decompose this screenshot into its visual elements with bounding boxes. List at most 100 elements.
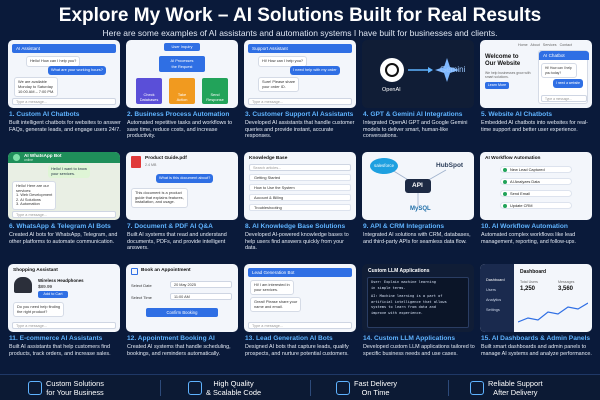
sidebar-item-users[interactable]: Users [486,288,496,292]
sidebar-item-settings[interactable]: Settings [486,308,500,312]
message-input[interactable]: Type a message... [541,95,587,102]
search-input[interactable]: Search articles... [249,164,351,171]
message-input[interactable]: Type a message... [12,322,116,329]
dashboard-title: Dashboard [520,269,547,275]
project-card-website-chatbots[interactable]: Home About Services Contact Welcome to O… [480,40,592,147]
benefit-line: On Time [361,388,390,397]
api-node [405,179,431,193]
card-title: 1. Custom AI Chatbots [9,111,80,118]
sidebar-item-analytics[interactable]: Analytics [486,298,502,302]
card-description: Designed AI bots that capture leads, qua… [245,344,349,357]
card-title: 11. E-commerce AI Assistants [9,335,103,342]
chatbot-preview: AI Assistant Hello! How can I help you? … [8,40,120,108]
console-line: User: Explain machine learning [371,280,436,284]
kb-article-row[interactable]: Getting Started [249,174,351,181]
step-text: Check [143,92,155,97]
bot-message: Hello! How can I help you? [26,56,81,67]
booking-preview: Book an Appointment Select Date 20 May 2… [126,264,238,332]
project-card-document-qa[interactable]: Product Guide.pdf 2.4 MB What is this do… [126,152,238,259]
pdf-file-icon [131,156,141,168]
message-input[interactable]: Type a message... [248,98,352,105]
benefit-text: High Quality& Scalable Code [206,379,261,397]
message-line: services: [16,187,32,193]
sidebar-item-dashboard[interactable]: Dashboard [486,278,505,282]
step-take-action: Take Action [169,78,195,104]
project-card-ecommerce[interactable]: Shopping Assistant Wireless Headphones $… [8,264,120,371]
card-title: 14. Custom LLM Applications [363,335,456,342]
confirm-booking-button[interactable]: Confirm Booking [146,308,218,317]
project-card-custom-llm[interactable]: Custom LLM Applications User: Explain ma… [362,264,475,371]
date-select[interactable]: 20 May 2025 [170,281,232,288]
support-preview: Support Assistant Hi! How can I help you… [244,40,356,108]
message-line: your services. [254,286,278,292]
benefit-line: After Delivery [493,388,538,397]
date-label: Select Date [131,283,152,288]
learn-more-button[interactable]: Learn More [485,82,509,89]
bot-name: AI WhatsApp Bot [24,153,62,158]
step-text: AI Processes [170,58,194,63]
kb-article-row[interactable]: Account & Billing [249,194,351,201]
user-message: What are your working hours? [48,66,106,75]
answer-line: installation, and usage. [135,199,175,205]
card-title: 2. Business Process Automation [127,111,230,118]
benefit-line: & Scalable Code [206,388,262,397]
message-input[interactable]: Type a message... [248,322,352,329]
message-line: name and email. [254,303,283,309]
document-preview: Product Guide.pdf 2.4 MB What is this do… [126,152,238,220]
divider [310,380,311,396]
bot-message: Hi! How can I help you today? [541,63,577,79]
workflow-step: New Lead Captured [500,166,572,173]
project-card-workflow-automation[interactable]: AI Workflow Automation New Lead Captured… [480,152,592,259]
card-description: Integrated OpenAI GPT and Google Gemini … [363,120,468,140]
project-card-whatsapp-bots[interactable]: AI WhatsApp Bot online Hello! I want to … [8,152,120,259]
integration-preview: OpenAI Gemini [362,40,474,108]
chat-widget-header: AI Chatbot [539,51,589,60]
whatsapp-header: AI WhatsApp Bot online [8,152,120,163]
project-card-custom-chatbots[interactable]: AI Assistant Hello! How can I help you? … [8,40,121,147]
message-line: Great! Please share your [254,299,298,304]
project-card-api-crm[interactable]: salesforce HubSpot API MySQL 9. API & CR… [362,152,474,259]
card-description: Built smart dashboards and admin panels … [481,344,592,357]
message-input[interactable]: Type a message... [12,98,116,105]
check-icon [503,180,507,185]
page-subtitle: Here are some examples of AI assistants … [102,28,498,38]
headset-icon [470,381,484,395]
project-card-appointment[interactable]: Book an Appointment Select Date 20 May 2… [126,264,238,371]
card-description: Integrated AI solutions with CRM, databa… [363,232,471,245]
time-label: Select Time [131,295,152,300]
website-preview: Home About Services Contact Welcome to O… [480,40,592,108]
add-to-cart-button[interactable]: Add to Cart [38,291,68,298]
headphones-icon [14,277,32,293]
kb-article-row[interactable]: How to Use the System [249,184,351,191]
nav-item[interactable]: About [530,43,540,47]
project-card-knowledge-base[interactable]: Knowledge Base Search articles... Gettin… [244,152,356,259]
trend-line [518,302,588,323]
step-label: New Lead Captured [510,167,545,172]
stat-value: 3,560 [558,286,574,292]
message-line: the right product? [17,308,48,314]
console-line: improve with experience. [371,310,423,315]
card-title: 4. GPT & Gemini AI Integrations [363,111,463,118]
nav-item[interactable]: Home [518,43,528,47]
card-description: Developed custom LLM applications tailor… [363,344,475,357]
project-card-dashboards[interactable]: Dashboard Users Analytics Settings Dashb… [480,264,592,371]
benefit-line: High Quality [213,379,254,388]
nav-item[interactable]: Services [542,43,557,47]
project-card-gpt-gemini[interactable]: OpenAI Gemini 4. GPT & Gemini AI Integra… [362,40,474,147]
card-description: Built AI systems that read and understan… [127,232,227,252]
divider [160,380,161,396]
console-line: AI: Machine learning is a part of [371,294,443,299]
project-card-lead-generation[interactable]: Lead Generation Bot Hi! I am interested … [244,264,356,371]
file-name: Product Guide.pdf [145,156,187,161]
kb-article-row[interactable]: Troubleshooting [249,204,351,211]
card-description: Automated complex workflows like lead ma… [481,232,576,245]
project-card-support-assistants[interactable]: Support Assistant Hi! How can I help you… [244,40,356,147]
project-card-process-automation[interactable]: User Inquiry AI Processes the Request Ch… [126,40,238,147]
time-select[interactable]: 11:00 AM [170,293,232,300]
nav-item[interactable]: Contact [559,43,572,47]
user-message: I need help with my order [290,66,340,75]
message-input[interactable]: Type a message... [12,211,116,218]
